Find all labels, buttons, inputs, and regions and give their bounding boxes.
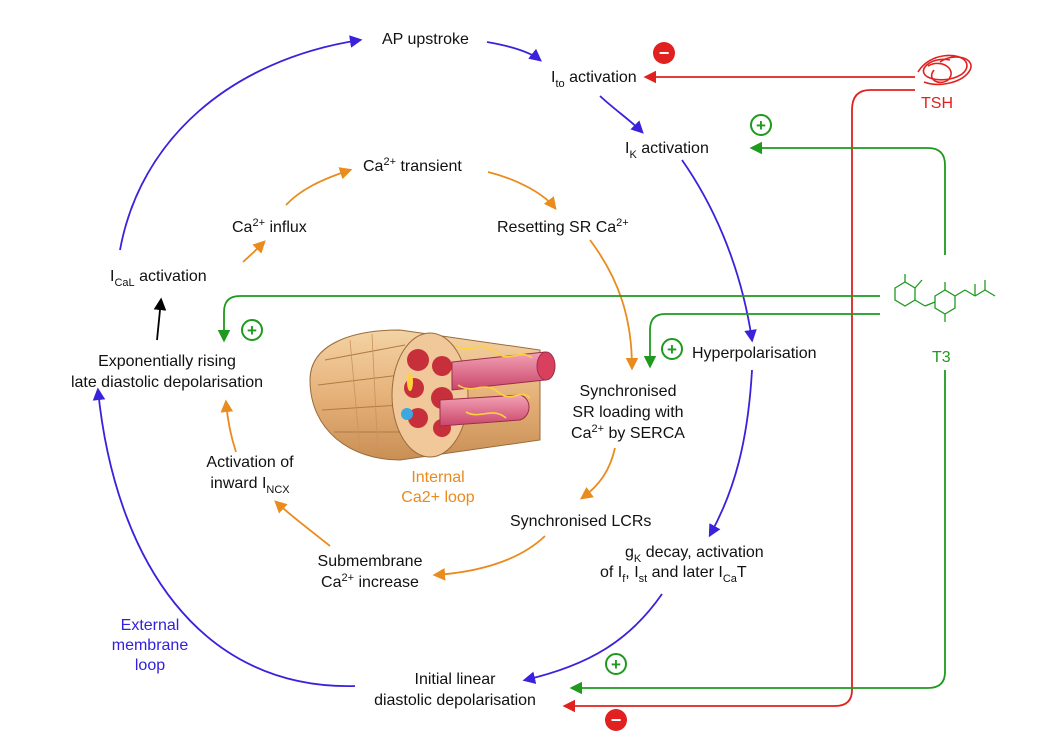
node-ap-upstroke: AP upstroke — [382, 31, 469, 48]
node-activation-incx-line1: Activation of — [206, 454, 294, 471]
node-ca-transient: Ca2+ transient — [363, 156, 462, 175]
node-initial-linear-line1: Initial linear — [415, 671, 497, 688]
node-initial-linear-line2: diastolic depolarisation — [374, 692, 536, 709]
node-hyperpolarisation: Hyperpolarisation — [692, 345, 817, 362]
sign-stimulate-sync-sr: + — [661, 338, 683, 360]
tsh-effects — [562, 70, 915, 713]
arrow-gk-to-initial-linear — [522, 593, 663, 684]
arrow-ap-upstroke-to-ito — [486, 41, 542, 62]
node-exp-rising-line2: late diastolic depolarisation — [71, 374, 263, 391]
tsh-arrow-to-initial-linear — [562, 89, 915, 713]
arrow-ik-to-hyperpolarisation — [681, 159, 757, 343]
external-loop-label-line1: External — [121, 617, 180, 634]
node-sync-sr-line2: SR loading with — [572, 404, 683, 421]
arrow-hyperpolarisation-to-gk — [708, 369, 753, 538]
node-sync-lcrs: Synchronised LCRs — [510, 513, 651, 530]
muscle-fibre-icon — [309, 329, 556, 461]
node-ca-influx: Ca2+ influx — [232, 217, 307, 236]
sign-stimulate-exp-rising: + — [241, 319, 263, 341]
node-sync-sr-line1: Synchronised — [580, 383, 677, 400]
arrow-sync-sr-to-sync-lcrs — [579, 447, 616, 500]
tsh-molecule-icon — [917, 54, 972, 86]
arrow-ca-transient-to-resetting-sr — [487, 171, 557, 210]
node-exp-rising-line1: Exponentially rising — [98, 353, 236, 370]
node-gk-decay-line1: gK decay, activation — [625, 544, 764, 565]
t3-molecule-icon — [894, 274, 996, 322]
arrow-ical-to-ca-influx — [242, 240, 266, 263]
sign-inhibit-ito: − — [653, 42, 675, 64]
node-gk-decay-line2: of If, Ist and later ICaT — [600, 564, 747, 585]
node-ik-activation: IK activation — [625, 140, 709, 161]
external-loop-label-line2: membrane — [112, 637, 189, 654]
arrow-ca-influx-to-ca-transient — [285, 167, 353, 206]
arrow-exp-rising-to-ical — [153, 297, 167, 341]
t3-arrow-to-initial-linear — [569, 370, 946, 695]
node-ito-activation: Ito activation — [551, 69, 637, 90]
external-loop-arrows — [92, 35, 757, 687]
node-ical-activation: ICaL activation — [110, 268, 207, 289]
node-sync-sr-line3: Ca2+ by SERCA — [571, 423, 685, 442]
t3-arrow-to-ik — [749, 141, 946, 255]
node-activation-incx-line2: inward INCX — [210, 475, 290, 496]
arrow-ito-to-ik — [599, 95, 644, 134]
external-loop-label-line3: loop — [135, 657, 165, 674]
t3-effects — [217, 141, 946, 695]
svg-text:−: − — [611, 710, 622, 730]
svg-text:+: + — [611, 655, 621, 674]
node-submembrane-line1: Submembrane — [318, 553, 423, 570]
sign-inhibit-initial-linear: − — [605, 709, 627, 731]
arrow-resetting-sr-to-sync-sr — [589, 239, 639, 371]
t3-label: T3 — [932, 349, 951, 366]
internal-loop-label-line2: Ca2+ loop — [401, 489, 474, 506]
t3-arrow-to-exp-rising — [217, 295, 880, 343]
svg-text:+: + — [667, 340, 677, 359]
sign-stimulate-ik: + — [750, 114, 772, 136]
arrow-submembrane-to-incx — [274, 500, 331, 547]
arrow-incx-to-exp-rising — [220, 399, 237, 453]
svg-text:−: − — [659, 43, 670, 63]
arrow-ical-to-ap-upstroke — [119, 35, 363, 251]
internal-loop-arrows — [220, 167, 639, 581]
svg-text:+: + — [247, 321, 257, 340]
svg-text:+: + — [756, 116, 766, 135]
arrow-initial-linear-to-exp-rising — [92, 387, 356, 687]
internal-loop-label-line1: Internal — [411, 469, 464, 486]
tsh-label: TSH — [921, 95, 953, 112]
arrow-sync-lcrs-to-submembrane — [432, 535, 546, 581]
t3-arrow-to-sync-sr — [643, 313, 880, 369]
node-resetting-sr: Resetting SR Ca2+ — [497, 217, 629, 236]
sign-stimulate-initial-linear: + — [605, 653, 627, 675]
node-submembrane-line2: Ca2+ increase — [321, 572, 419, 591]
